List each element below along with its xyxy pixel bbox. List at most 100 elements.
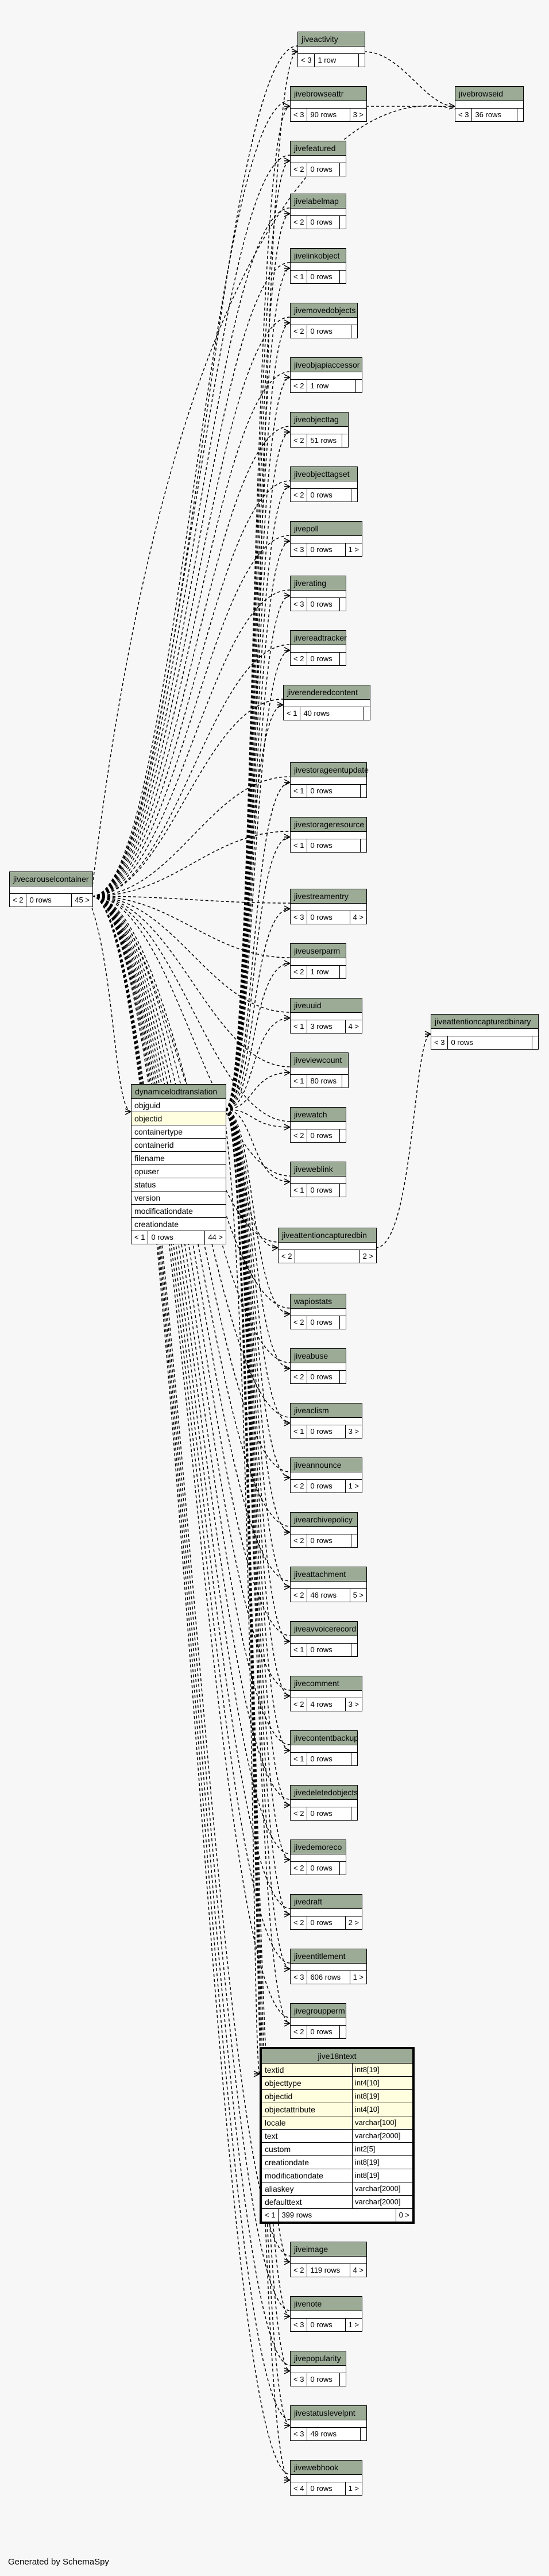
- table-body-spacer: [291, 481, 357, 489]
- footer-left: < 2: [291, 216, 308, 229]
- footer-right: 3 >: [353, 110, 364, 119]
- footer-rows: 49 rows: [307, 2428, 361, 2440]
- footer-rows: 0 rows: [307, 598, 340, 611]
- edge-carousel-jiveuuid: [91, 896, 291, 1013]
- footer-rows: 1 row: [307, 380, 356, 392]
- footer-rows: 0 rows: [307, 216, 340, 229]
- table-header: jiveviewcount: [291, 1053, 348, 1067]
- crow-foot-icon: [284, 592, 291, 599]
- footer-right: [532, 1036, 538, 1049]
- footer-rows: 0 rows: [26, 894, 72, 907]
- edge-carousel-jiveattachment: [91, 896, 291, 1582]
- table-header: jivewatch: [291, 1108, 346, 1122]
- crow-foot-icon: [284, 1365, 291, 1372]
- footer-left: < 2: [291, 1589, 308, 1602]
- footer-left: < 3: [291, 109, 308, 121]
- edge-carousel-jivedraft: [91, 896, 291, 1909]
- footer-left: < 2: [291, 1698, 308, 1711]
- crow-foot-icon: [284, 319, 291, 326]
- table-header: jivefeatured: [291, 141, 346, 156]
- footer-right: [340, 598, 346, 611]
- edge-to-jivemovedobjects: [225, 322, 291, 1110]
- edge-carousel-jivemovedobjects: [91, 317, 291, 897]
- footer-left: < 2: [10, 894, 27, 907]
- footer-right: 4 >: [353, 2266, 364, 2274]
- edge-to-jiverating: [225, 595, 291, 1110]
- footer-right: 2 >: [362, 1252, 373, 1260]
- footer-left: < 2: [291, 1371, 308, 1383]
- column-name: containertype: [134, 1127, 183, 1136]
- edge-to-jivedeletedobjects: [225, 1109, 291, 1806]
- footer-left: < 3: [291, 543, 308, 556]
- table-header: jivelinkobject: [291, 249, 346, 263]
- edge-to-jiveobjapiaccessor: [225, 377, 291, 1110]
- footer-left: < 3: [291, 911, 308, 924]
- table-body-spacer: [291, 1745, 357, 1753]
- edge-carousel-jivestorageresource: [91, 831, 291, 897]
- edge-to-jiveannounce: [225, 1109, 291, 1478]
- column-type: int4[10]: [352, 2077, 412, 2089]
- table-body-spacer: [291, 2420, 366, 2428]
- edge-to-jivepopularity: [225, 1109, 291, 2371]
- edge-carousel-jivewebhook: [91, 896, 291, 2475]
- edge-carousel-jivelinkobject: [91, 262, 291, 897]
- table-body-spacer: [291, 958, 346, 966]
- table-header: jiveobjapiaccessor: [291, 358, 362, 372]
- table-body-spacer: [291, 209, 346, 216]
- crow-foot-icon: [284, 834, 291, 840]
- footer-left: < 3: [291, 2373, 308, 2386]
